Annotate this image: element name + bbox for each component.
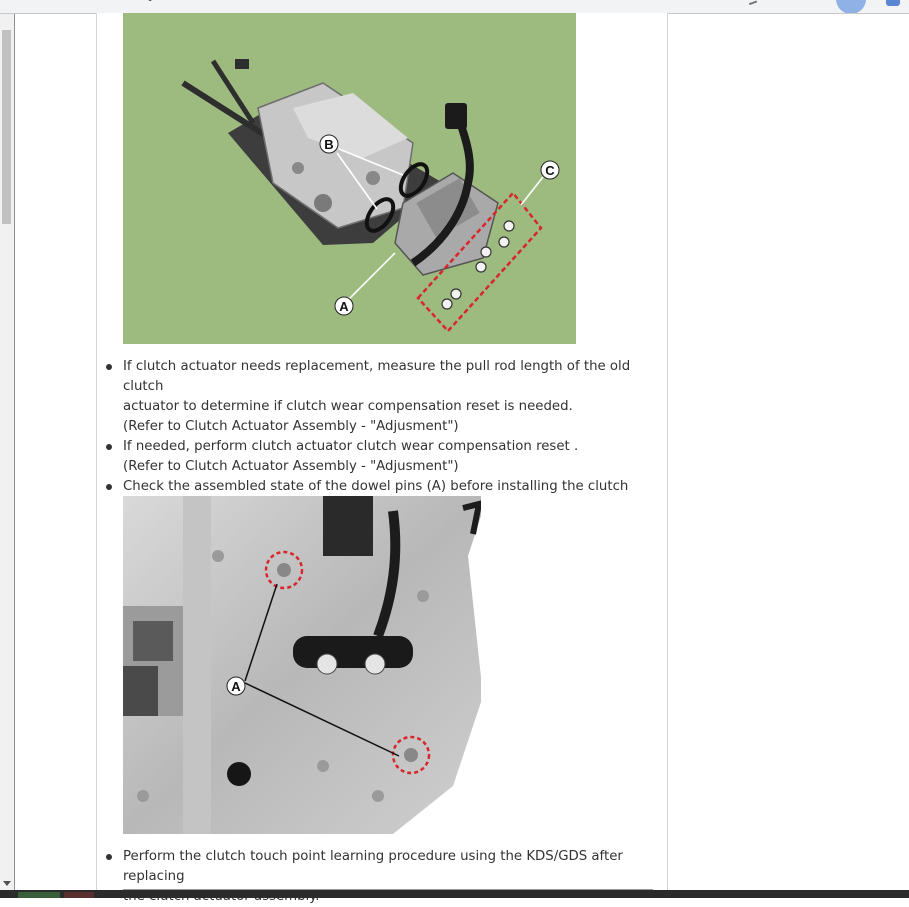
scroll-down-arrow-icon[interactable] xyxy=(3,881,11,886)
callout-a-label: A xyxy=(339,299,349,314)
note-text: If needed, perform clutch actuator clutc… xyxy=(123,439,579,454)
scrollbar-thumb[interactable] xyxy=(2,30,11,224)
page-scrollbar[interactable] xyxy=(0,14,15,890)
note-text: Perform the clutch touch point learning … xyxy=(123,849,623,884)
callout-a-label: A xyxy=(231,679,241,694)
profile-avatar[interactable] xyxy=(836,0,866,13)
note-reference: (Refer to Clutch Actuator Assembly - "Ad… xyxy=(123,459,459,474)
taskbar-item[interactable] xyxy=(64,892,94,898)
taskbar xyxy=(0,890,909,898)
callout-b-label: B xyxy=(324,137,333,152)
browser-toolbar: • xyxy=(0,0,909,14)
note-reference: (Refer to Clutch Actuator Assembly - "Ad… xyxy=(123,419,459,434)
dowel-pins-figure: A xyxy=(123,496,481,834)
section-divider xyxy=(123,889,653,890)
note-item: If needed, perform clutch actuator clutc… xyxy=(106,437,663,477)
clutch-actuator-exploded-figure: B C A xyxy=(123,13,576,344)
callout-c-label: C xyxy=(545,163,555,178)
bookmark-star-icon[interactable] xyxy=(746,0,758,6)
note-text: actuator to determine if clutch wear com… xyxy=(123,399,573,414)
dowel-pins-drawing: A xyxy=(123,496,481,834)
note-text: If clutch actuator needs replacement, me… xyxy=(123,359,631,394)
taskbar-item[interactable] xyxy=(18,892,60,898)
clutch-actuator-exploded-drawing: B C A xyxy=(181,59,560,333)
final-notes-list: Perform the clutch touch point learning … xyxy=(106,847,663,907)
extension-icon[interactable] xyxy=(886,0,900,6)
toolbar-partial-glyph: • xyxy=(146,0,155,8)
manual-content-panel: B C A If clutch actuator needs replaceme… xyxy=(96,13,668,904)
note-item: If clutch actuator needs replacement, me… xyxy=(106,357,663,437)
note-item: Perform the clutch touch point learning … xyxy=(106,847,663,907)
